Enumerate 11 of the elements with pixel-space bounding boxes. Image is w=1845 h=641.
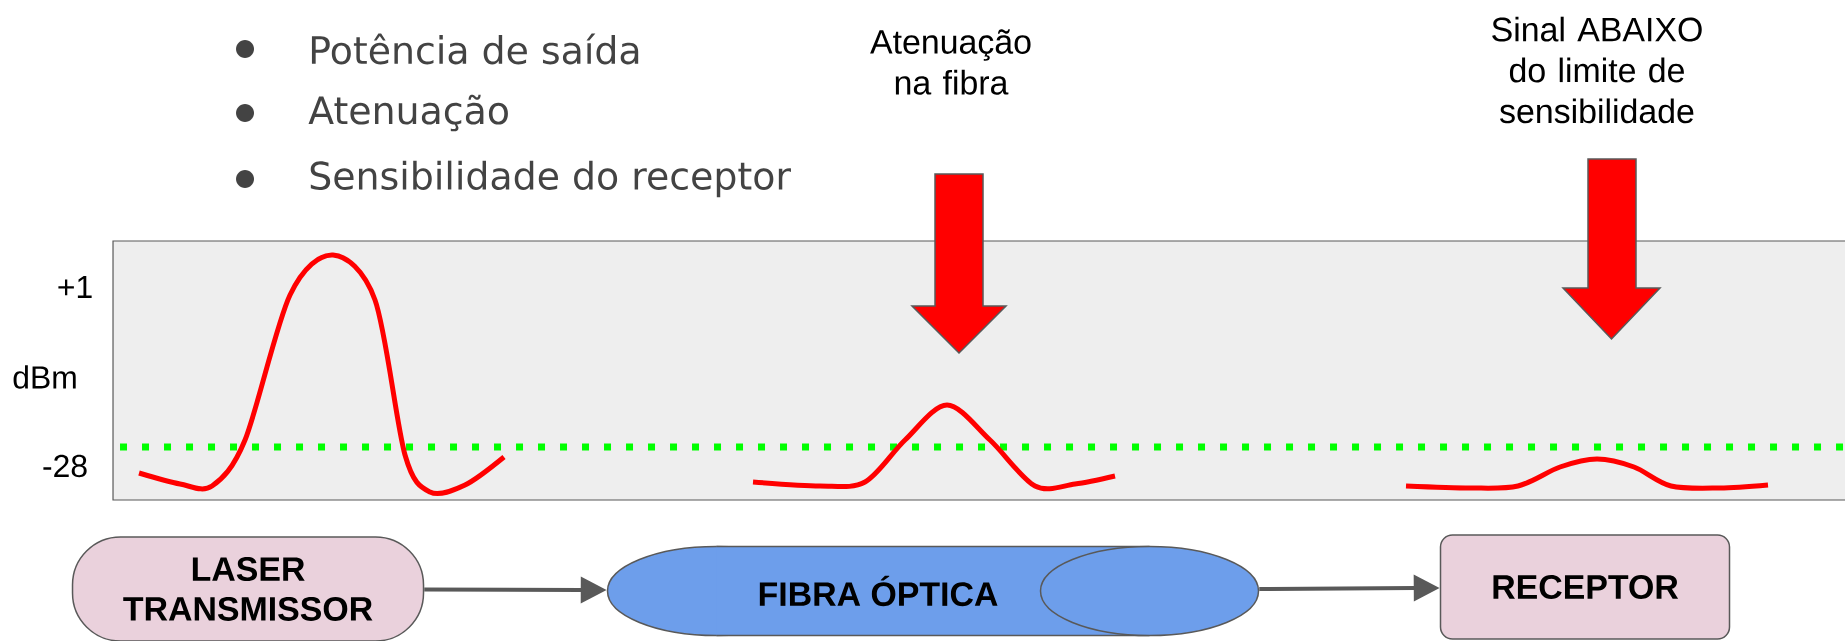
- axis-label: +1: [58, 276, 92, 298]
- arrow-caption: Sinal ABAIXO do limite de sensibilidade: [1492, 16, 1702, 124]
- arrow-caption: Atenuação na fibra: [870, 29, 1031, 95]
- receiver-box: RECEPTOR: [1439, 534, 1731, 640]
- bullet-item: Sensibilidade do receptor: [236, 160, 791, 198]
- transmitter-box: LASER TRANSMISSOR: [71, 536, 425, 641]
- fiber-cylinder: FIBRA ÓPTICA: [606, 545, 1260, 637]
- bullet-item: Potência de saída: [236, 33, 639, 65]
- axis-label: -28: [43, 454, 87, 478]
- axis-label: dBm: [13, 365, 76, 389]
- bullet-item: Atenuação: [236, 94, 508, 132]
